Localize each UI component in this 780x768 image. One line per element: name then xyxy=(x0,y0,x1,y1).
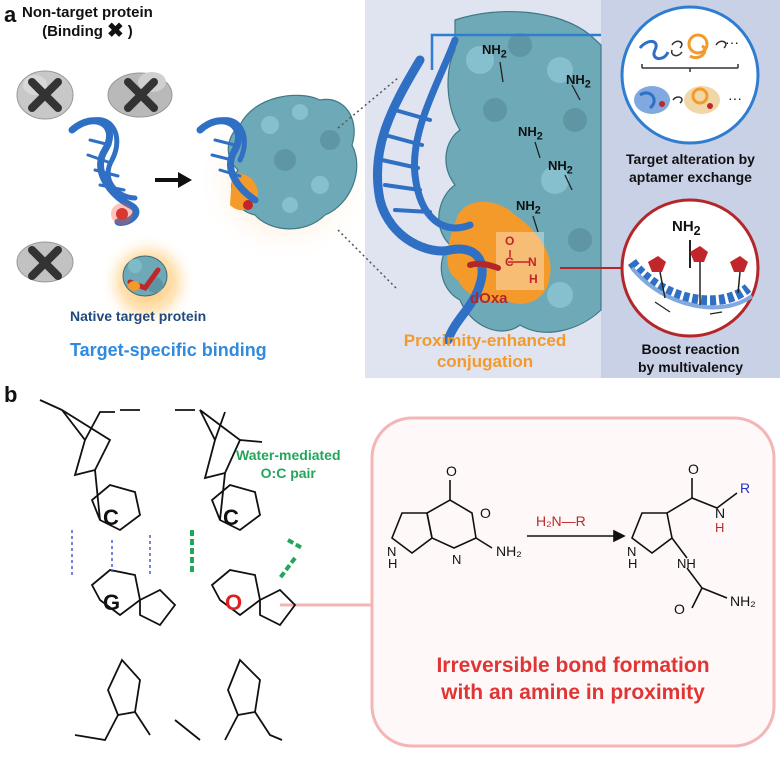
irreversible-line2: with an amine in proximity xyxy=(441,681,705,704)
native-target-protein xyxy=(122,255,168,297)
water-label: Water-mediated O:C pair xyxy=(236,446,341,482)
ellipsis-bottom: ··· xyxy=(728,90,742,106)
svg-text:NH₂: NH₂ xyxy=(730,593,756,609)
svg-text:H: H xyxy=(715,520,724,535)
alteration-label: Target alteration by aptamer exchange xyxy=(601,150,780,186)
nontarget-line2-pre: (Binding xyxy=(42,23,103,40)
alteration-line1: Target alteration by xyxy=(626,151,755,167)
zoom-frame-top xyxy=(430,33,601,70)
boost-amine-label: NH2 xyxy=(672,218,701,238)
amine-label-3: NH2 xyxy=(518,124,543,143)
binding-arrow xyxy=(155,172,192,188)
dna-backbone-top xyxy=(39,399,263,521)
base-o: O xyxy=(225,590,243,615)
amine-markers xyxy=(499,61,581,233)
svg-text:NH: NH xyxy=(677,556,696,571)
amide-h: H xyxy=(529,272,538,286)
alteration-diagram xyxy=(634,33,739,114)
reagent-label: H₂N—R xyxy=(536,513,586,529)
proximity-line2: conjugation xyxy=(436,352,534,371)
nontarget-line2: (Binding ✖ ) xyxy=(22,20,153,42)
amine-label-4: NH2 xyxy=(548,158,573,177)
svg-text:NH₂: NH₂ xyxy=(496,543,522,559)
svg-text:O: O xyxy=(688,461,699,477)
base-c1: C xyxy=(103,505,119,530)
zoom-line-top xyxy=(337,77,399,129)
svg-text:O: O xyxy=(446,463,457,479)
amide-o: O xyxy=(505,234,515,248)
svg-text:N: N xyxy=(715,505,725,521)
nontarget-protein-1 xyxy=(16,70,74,120)
amine-label-5: NH2 xyxy=(516,198,541,217)
svg-text:N: N xyxy=(627,544,636,559)
doxa-link xyxy=(467,260,501,271)
base-g: G xyxy=(103,590,121,615)
boost-diagram xyxy=(627,240,754,315)
cross-icon: ✖ xyxy=(106,20,124,42)
nontarget-label: Non-target protein (Binding ✖ ) xyxy=(22,3,153,41)
native-target-label: Native target protein xyxy=(70,308,207,324)
reactant-imidazole xyxy=(391,512,433,554)
svg-text:N: N xyxy=(387,544,396,559)
base-c2: C xyxy=(223,505,239,530)
amide-highlight xyxy=(496,232,544,290)
svg-text:N: N xyxy=(452,552,461,567)
amide-n: N xyxy=(528,255,537,269)
aptamer-free xyxy=(68,117,140,226)
irreversible-label: Irreversible bond formation with an amin… xyxy=(372,652,774,706)
nontarget-line1: Non-target protein xyxy=(22,4,153,21)
zoom-line-bottom xyxy=(337,229,399,291)
boost-line2: by multivalency xyxy=(637,359,744,375)
panel-a-letter: a xyxy=(4,2,17,27)
nontarget-line2-post: ) xyxy=(127,23,133,40)
zoomed-aptamer xyxy=(372,36,487,345)
svg-text:O: O xyxy=(480,505,491,521)
ellipsis-top: ··· xyxy=(725,34,739,50)
svg-text:H: H xyxy=(388,556,397,571)
hbonds-gc xyxy=(71,530,151,575)
doxa-label: dOxa xyxy=(470,290,508,307)
reaction-scheme: O O H N N NH₂ H₂N—R O N H R H N NH O NH₂ xyxy=(387,461,756,617)
base-rings xyxy=(90,484,297,627)
panel-b-letter: b xyxy=(4,382,18,407)
amide-c: C xyxy=(505,255,514,269)
water-line1: Water-mediated xyxy=(236,447,341,463)
alteration-circle xyxy=(620,5,760,145)
boost-line1: Boost reaction xyxy=(641,341,740,357)
proximity-line1: Proximity-enhanced xyxy=(403,331,567,350)
dna-backbone-bottom xyxy=(74,658,283,741)
svg-text:H: H xyxy=(628,556,637,571)
reactant-oxazine xyxy=(426,499,477,549)
water-line2: O:C pair xyxy=(260,465,316,481)
product-r: R xyxy=(740,480,750,496)
nontarget-protein-2 xyxy=(107,72,173,118)
product-imidazole xyxy=(631,512,673,554)
irreversible-line1: Irreversible bond formation xyxy=(436,654,710,677)
nontarget-protein-3 xyxy=(16,241,74,283)
amine-label-1: NH2 xyxy=(482,42,507,61)
hbonds-oc xyxy=(190,530,303,580)
boost-label: Boost reaction by multivalency xyxy=(601,340,780,376)
svg-text:O: O xyxy=(674,601,685,617)
proximity-label: Proximity-enhanced conjugation xyxy=(370,330,600,372)
callout-box xyxy=(370,416,776,748)
alteration-line2: aptamer exchange xyxy=(629,169,752,185)
binding-label: Target-specific binding xyxy=(70,340,267,360)
amine-label-2: NH2 xyxy=(566,72,591,91)
bound-complex-aptamer xyxy=(196,117,259,210)
